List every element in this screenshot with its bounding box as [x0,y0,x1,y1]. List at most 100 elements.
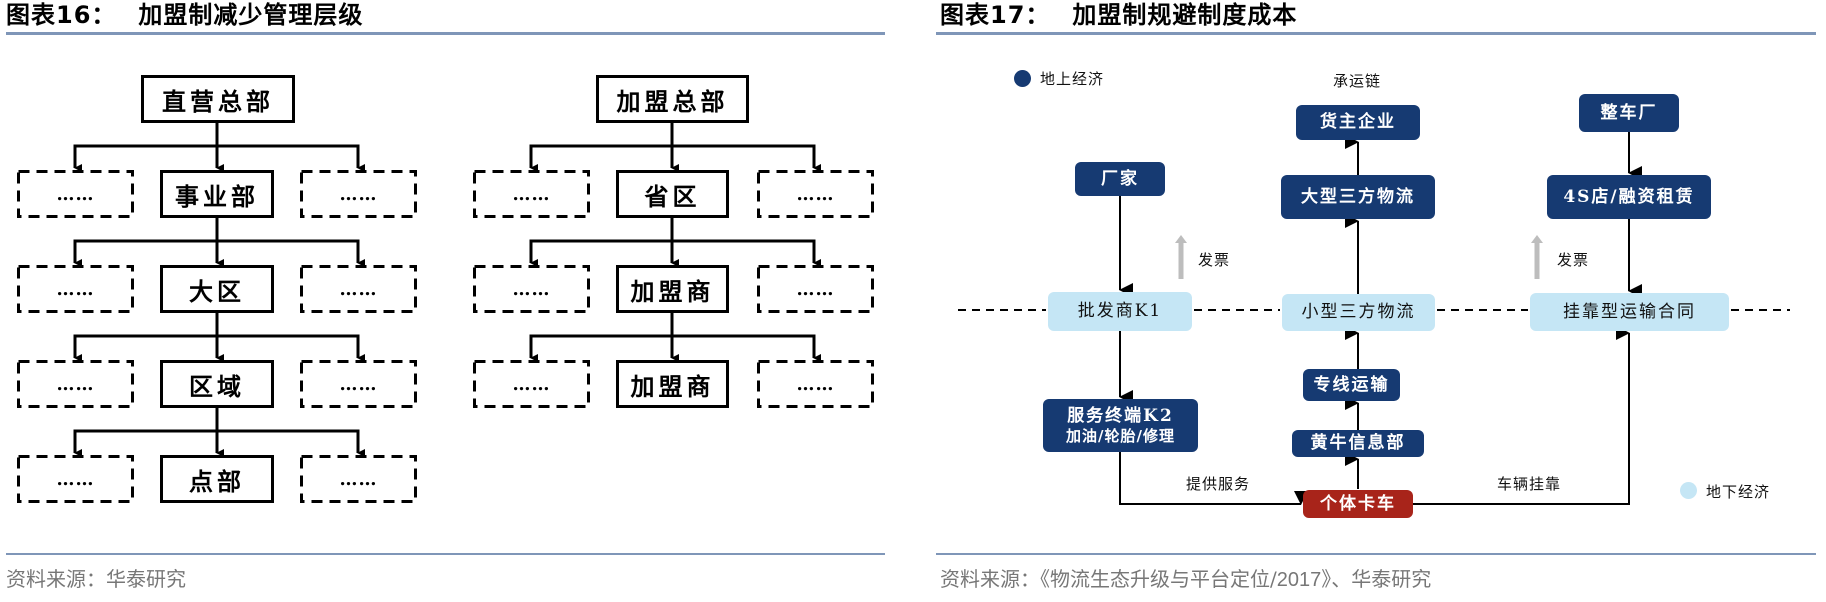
tree-level-label: 区域 [189,371,245,401]
placeholder-box-left [17,360,134,408]
placeholder-box-right [300,455,417,503]
node-dedicated-line: 专线运输 [1303,369,1400,401]
node-vehicle-maker: 整车厂 [1579,94,1679,132]
node-small-3pl-label: 小型三方物流 [1301,302,1416,323]
placeholder-box-right [300,360,417,408]
franchise-tree-connectors [473,123,874,408]
legend-above-ground-label: 地上经济 [1040,70,1105,88]
placeholder-box-left [17,455,134,503]
tree-level-box: 加盟商 [616,360,729,408]
tree-level-label: 事业部 [175,181,259,211]
direct-tree-connectors [17,123,417,503]
figure-16-header-rule [6,32,885,35]
tree-level-box: 省区 [616,170,729,218]
placeholder-box-left [473,170,590,218]
figure-17-source: 资料来源：《物流生态升级与平台定位/2017》、华泰研究 [940,563,1431,592]
tree-level-label: 加盟商 [630,276,715,306]
arrow-truck-to-contract [1413,326,1630,505]
column-header-carrier-chain: 承运链 [1333,72,1382,90]
invoice-label-1: 发票 [1198,251,1231,269]
placeholder-box-right [300,265,417,313]
figure-16-title-text: 加盟制减少管理层级 [138,1,364,29]
node-dedicated-line-label: 专线运输 [1313,374,1390,395]
node-individual-truck-label: 个体卡车 [1320,493,1396,514]
placeholder-label-left: …… [56,373,95,395]
figure-17-footer-rule [936,553,1816,555]
placeholder-label-left: …… [512,278,551,300]
placeholder-label-right: …… [796,373,835,395]
placeholder-box-right [300,170,417,218]
node-dealer-leasing-label: 4S店/融资租赁 [1563,186,1695,207]
figure-17-number: 图表17： [940,1,1051,29]
node-service-terminal-k2-label: 服务终端K2 [1067,405,1174,426]
legend-underground-dot [1680,482,1697,499]
placeholder-box-right [757,360,874,408]
invoice-arrow-icon-2 [1531,235,1543,279]
node-manufacturer: 厂家 [1075,162,1165,196]
node-shipper: 货主企业 [1296,105,1420,140]
figure-16-title: 图表16： 加盟制减少管理层级 [6,0,363,30]
node-individual-truck: 个体卡车 [1303,490,1413,518]
node-service-terminal-k2-sublabel: 加油/轮胎/修理 [1066,426,1175,445]
franchise-hq-label: 加盟总部 [616,86,729,116]
placeholder-label-left: …… [56,278,95,300]
node-broker-info: 黄牛信息部 [1292,430,1424,457]
figure-17-source-year: 2017 [1276,569,1322,591]
node-shipper-label: 货主企业 [1320,112,1396,133]
node-affiliation-contract-label: 挂靠型运输合同 [1563,301,1696,322]
node-wholesaler-k1: 批发商K1 [1048,292,1192,331]
legend-above-ground-dot [1014,70,1031,87]
tree-level-box: 点部 [160,455,274,503]
node-wholesaler-k1-label: 批发商K1 [1077,301,1163,322]
figure-17-source-prefix: 资料来源：《物流生态升级与平台定位/ [940,567,1277,591]
direct-hq-label: 直营总部 [162,86,274,116]
tree-level-label: 点部 [189,466,245,496]
figure-16-footer-rule [6,553,885,555]
figure-17-title: 图表17： 加盟制规避制度成本 [940,0,1297,30]
placeholder-label-right: …… [796,278,835,300]
placeholder-box-right [757,265,874,313]
placeholder-box-left [473,360,590,408]
tree-level-box: 加盟商 [616,265,729,313]
placeholder-label-left: …… [512,373,551,395]
tree-level-label: 省区 [644,181,701,211]
invoice-label-2: 发票 [1557,251,1590,269]
placeholder-label-right: …… [339,468,378,490]
placeholder-box-left [17,170,134,218]
placeholder-label-right: …… [339,373,378,395]
placeholder-box-left [17,265,134,313]
arrow-k2-to-truck [1119,452,1308,505]
tree-level-label: 加盟商 [630,371,715,401]
node-large-3pl: 大型三方物流 [1281,175,1435,219]
figure-17-title-text: 加盟制规避制度成本 [1072,1,1298,29]
placeholder-label-right: …… [339,278,378,300]
node-affiliation-contract: 挂靠型运输合同 [1530,293,1729,331]
franchise-hq-box: 加盟总部 [596,75,749,123]
figure-16-number: 图表16： [6,1,117,29]
direct-hq-box: 直营总部 [141,75,295,123]
placeholder-box-right [757,170,874,218]
node-small-3pl: 小型三方物流 [1282,294,1435,331]
flow-connectors [958,132,1790,505]
node-broker-info-label: 黄牛信息部 [1310,433,1406,454]
edge-label-vehicle-affiliation: 车辆挂靠 [1497,475,1562,493]
figure-17-header-rule [936,32,1816,35]
invoice-arrow-icon-1 [1175,235,1187,279]
placeholder-label-left: …… [56,468,95,490]
figure-17-source-suffix: 》、华泰研究 [1321,567,1432,591]
node-service-terminal-k2: 服务终端K2 加油/轮胎/修理 [1043,399,1198,452]
placeholder-label-left: …… [512,183,551,205]
tree-level-box: 事业部 [160,170,274,218]
tree-level-label: 大区 [189,276,245,306]
tree-level-box: 区域 [160,360,274,408]
node-dealer-leasing: 4S店/融资租赁 [1547,175,1711,219]
node-vehicle-maker-label: 整车厂 [1600,102,1658,123]
edge-label-provide-service: 提供服务 [1186,475,1251,493]
node-manufacturer-label: 厂家 [1101,168,1139,189]
node-large-3pl-label: 大型三方物流 [1301,186,1415,207]
figure-16-source: 资料来源：华泰研究 [6,567,186,591]
tree-level-box: 大区 [160,265,274,313]
placeholder-label-right: …… [796,183,835,205]
placeholder-label-left: …… [56,183,95,205]
